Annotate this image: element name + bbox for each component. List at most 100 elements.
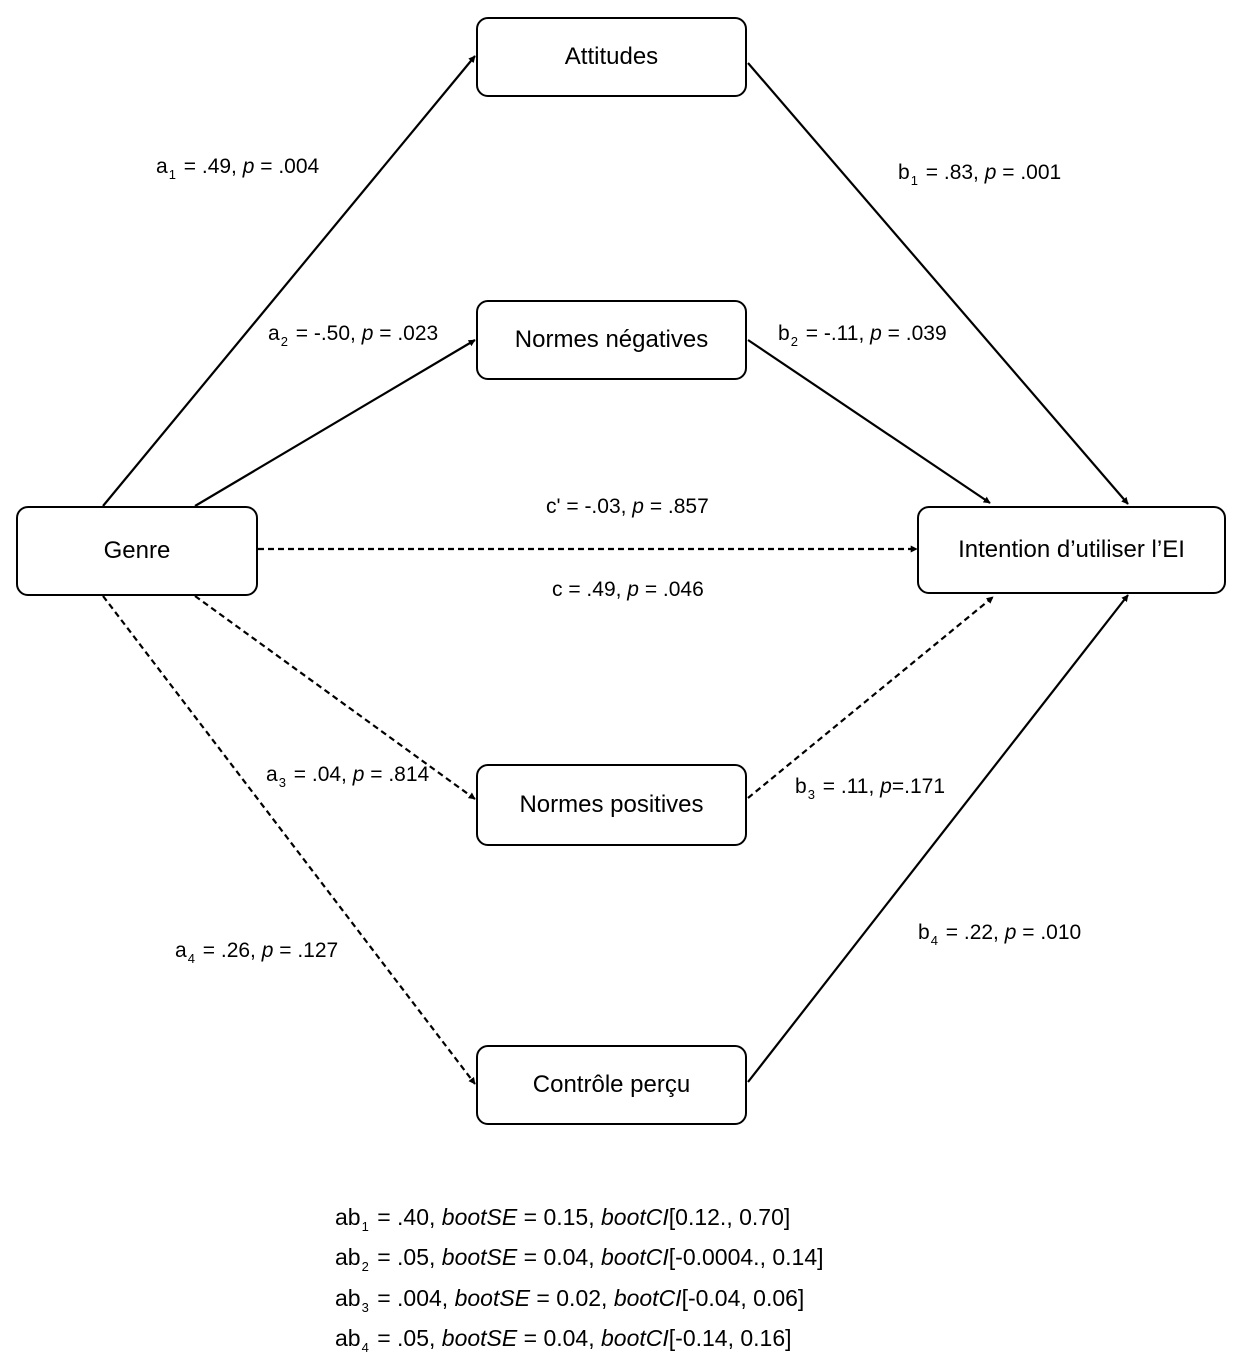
label-part: bootSE	[441, 1244, 518, 1270]
label-part: = 0.15,	[517, 1204, 602, 1230]
node-controle-percu: Contrôle perçu	[476, 1045, 747, 1125]
node-label: Genre	[103, 537, 171, 564]
label-part: = .039	[881, 322, 947, 345]
indirect-effect-2: ab2 = .05, bootSE = 0.04, bootCI[-0.0004…	[335, 1244, 824, 1274]
label-part: = .814	[364, 763, 430, 786]
label-b1: b1 = .83, p = .001	[898, 162, 1061, 187]
label-a3: a3 = .04, p = .814	[266, 764, 429, 789]
label-part: a	[266, 763, 278, 786]
label-part: 1	[910, 173, 918, 188]
label-part: 2	[790, 334, 798, 349]
label-a4: a4 = .26, p = .127	[175, 940, 338, 965]
node-normes-negatives: Normes négatives	[476, 300, 747, 380]
label-part: [-0.14, 0.16]	[668, 1325, 792, 1351]
node-label: Normes négatives	[514, 326, 709, 353]
label-a1: a1 = .49, p = .004	[156, 156, 319, 181]
label-part: = .001	[996, 161, 1062, 184]
label-part: [0.12., 0.70]	[668, 1204, 791, 1230]
label-c: c = .49, p = .046	[552, 579, 704, 600]
label-part: [-0.04, 0.06]	[681, 1285, 805, 1311]
label-part: = .857	[643, 495, 709, 518]
label-part: ab	[335, 1325, 361, 1351]
label-b4: b4 = .22, p = .010	[918, 922, 1081, 947]
arrow-b4	[747, 594, 1129, 1083]
label-part: p	[361, 322, 374, 345]
label-part: b	[778, 322, 790, 345]
label-part: bootSE	[441, 1325, 518, 1351]
label-part: = .023	[373, 322, 439, 345]
label-part: 2	[280, 334, 288, 349]
label-part: = 0.04,	[517, 1244, 602, 1270]
label-part: c = .49,	[552, 578, 628, 601]
label-part: p	[261, 939, 274, 962]
node-label: Attitudes	[564, 43, 659, 70]
label-part: a	[268, 322, 280, 345]
label-part: ab	[335, 1285, 361, 1311]
node-intention: Intention d’utiliser l’EI	[917, 506, 1226, 594]
label-a2: a2 = -.50, p = .023	[268, 323, 438, 348]
label-part: = .127	[273, 939, 339, 962]
label-part: = .04,	[287, 763, 353, 786]
label-part: a	[175, 939, 187, 962]
node-genre: Genre	[16, 506, 258, 596]
label-part: p	[870, 322, 882, 345]
label-part: 3	[278, 775, 286, 790]
label-part: = .004	[254, 155, 320, 178]
label-part: = 0.04,	[517, 1325, 602, 1351]
arrow-a1	[102, 55, 476, 507]
label-part: = .046	[638, 578, 704, 601]
label-part: bootCI	[601, 1244, 669, 1270]
label-part: b	[795, 775, 807, 798]
arrow-b1	[747, 62, 1129, 505]
label-part: p	[632, 495, 644, 518]
label-part: b	[898, 161, 910, 184]
label-part: 4	[187, 951, 195, 966]
label-part: p	[1004, 921, 1017, 944]
label-part: = .11,	[816, 775, 881, 798]
label-part: 1	[168, 167, 176, 182]
arrow-b3	[747, 596, 994, 799]
label-part: c' = -.03,	[546, 495, 633, 518]
arrow-b2	[747, 339, 991, 504]
label-part: bootCI	[601, 1204, 669, 1230]
label-part: = .05,	[370, 1325, 442, 1351]
label-part: bootCI	[601, 1325, 669, 1351]
label-part: b	[918, 921, 930, 944]
label-part: = .004,	[370, 1285, 455, 1311]
label-part: = -.50,	[289, 322, 362, 345]
arrow-a4	[102, 595, 476, 1085]
label-part: 4	[930, 933, 938, 948]
label-part: = .010	[1016, 921, 1082, 944]
label-part: p	[242, 155, 255, 178]
node-normes-positives: Normes positives	[476, 764, 747, 846]
label-part: 3	[361, 1300, 369, 1315]
label-part: 4	[361, 1340, 369, 1355]
label-part: = -.11,	[799, 322, 871, 345]
label-cprime: c' = -.03, p = .857	[546, 496, 709, 517]
label-part: = .40,	[370, 1204, 442, 1230]
label-part: = 0.02,	[530, 1285, 614, 1311]
label-part: bootCI	[613, 1285, 682, 1311]
label-part: p	[984, 161, 997, 184]
label-part: bootSE	[441, 1204, 518, 1230]
label-b3: b3 = .11, p=.171	[795, 776, 945, 801]
label-part: p	[627, 578, 639, 601]
indirect-effect-3: ab3 = .004, bootSE = 0.02, bootCI[-0.04,…	[335, 1285, 805, 1315]
indirect-effect-1: ab1 = .40, bootSE = 0.15, bootCI[0.12., …	[335, 1204, 791, 1234]
label-part: 2	[361, 1259, 369, 1274]
label-part: p	[880, 775, 892, 798]
node-attitudes: Attitudes	[476, 17, 747, 97]
label-part: = .05,	[370, 1244, 442, 1270]
arrow-a3	[194, 595, 476, 800]
label-part: a	[156, 155, 168, 178]
label-part: = .22,	[939, 921, 1005, 944]
label-part: = .49,	[177, 155, 243, 178]
label-part: ab	[335, 1244, 361, 1270]
label-part: = .83,	[919, 161, 985, 184]
node-label: Contrôle perçu	[532, 1071, 691, 1098]
indirect-effect-4: ab4 = .05, bootSE = 0.04, bootCI[-0.14, …	[335, 1325, 792, 1355]
label-part: bootSE	[454, 1285, 531, 1311]
label-part: 1	[361, 1219, 369, 1234]
label-part: = .26,	[196, 939, 262, 962]
